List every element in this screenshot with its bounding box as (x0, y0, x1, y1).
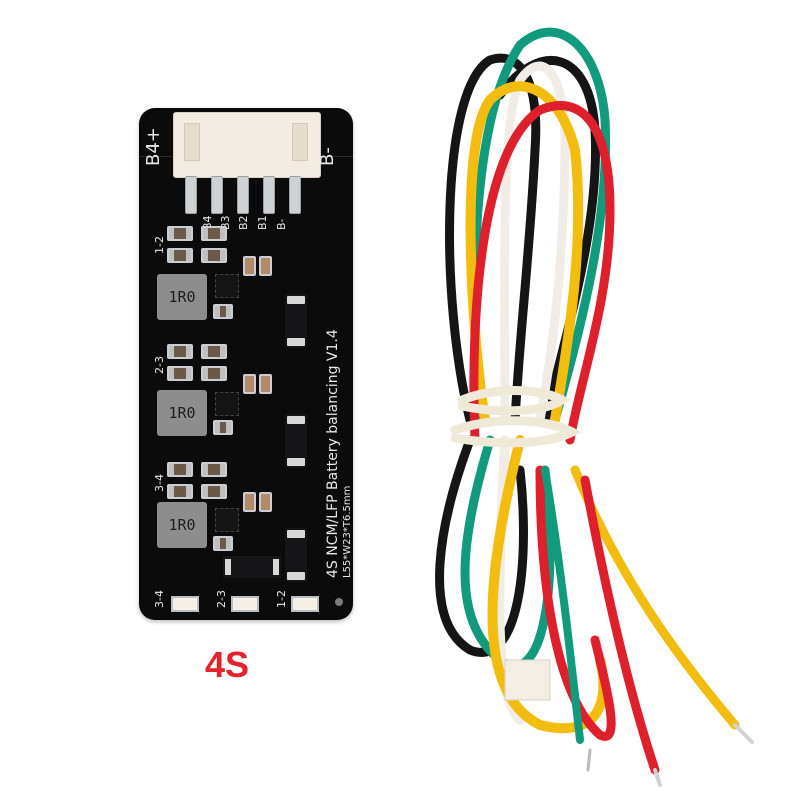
resistor (259, 256, 272, 276)
capacitor (201, 484, 227, 499)
led-label: 3-4 (153, 590, 166, 608)
diode (223, 556, 281, 578)
diode (285, 414, 307, 468)
led-label: 2-3 (215, 590, 228, 608)
balancer-ic (215, 392, 239, 416)
resistor (259, 374, 272, 394)
capacitor (167, 366, 193, 381)
capacitor (213, 304, 233, 319)
status-led (291, 596, 319, 612)
cell-section-label: 2-3 (153, 356, 166, 374)
diode (285, 528, 307, 582)
capacitor (167, 248, 193, 263)
status-led (231, 596, 259, 612)
resistor (259, 492, 272, 512)
pin-label: B1 (256, 215, 269, 230)
inductor: 1R0 (157, 274, 207, 320)
capacitor (167, 226, 193, 241)
resistor (243, 374, 256, 394)
connector-pins (183, 176, 311, 214)
pin (263, 176, 275, 214)
connector-latch-slot (184, 123, 200, 161)
inductor: 1R0 (157, 502, 207, 548)
balancer-ic (215, 508, 239, 532)
resistor (243, 256, 256, 276)
capacitor (167, 462, 193, 477)
capacitor (213, 536, 233, 551)
capacitor (167, 484, 193, 499)
balancer-ic (215, 274, 239, 298)
pin-label: B- (275, 218, 288, 230)
resistor (243, 492, 256, 512)
capacitor (201, 226, 227, 241)
pin (211, 176, 223, 214)
balancer-board: B4+ B- B4 B3 B2 B1 B- 1-2 1R0 2-3 1R0 3-… (139, 108, 353, 620)
connector-right-label: B- (317, 147, 338, 166)
status-led (171, 596, 199, 612)
pin-label: B2 (237, 215, 250, 230)
pin (185, 176, 197, 214)
connector-left-label: B4+ (143, 127, 164, 166)
capacitor (201, 366, 227, 381)
capacitor (201, 344, 227, 359)
mounting-hole (335, 598, 343, 606)
connector-latch-slot (292, 123, 308, 161)
pin (237, 176, 249, 214)
pin (289, 176, 301, 214)
diode (285, 294, 307, 348)
cell-section-label: 1-2 (153, 236, 166, 254)
board-dimensions: L55*W23*T6.5mm (342, 485, 353, 578)
jst-connector (173, 112, 321, 178)
inductor: 1R0 (157, 390, 207, 436)
capacitor (213, 420, 233, 435)
capacitor (167, 344, 193, 359)
board-title: 4S NCM/LFP Battery balancing V1.4 (325, 329, 341, 578)
capacitor (201, 248, 227, 263)
cell-section-label: 3-4 (153, 474, 166, 492)
capacitor (201, 462, 227, 477)
variant-label: 4S (205, 644, 250, 685)
led-label: 1-2 (275, 590, 288, 608)
